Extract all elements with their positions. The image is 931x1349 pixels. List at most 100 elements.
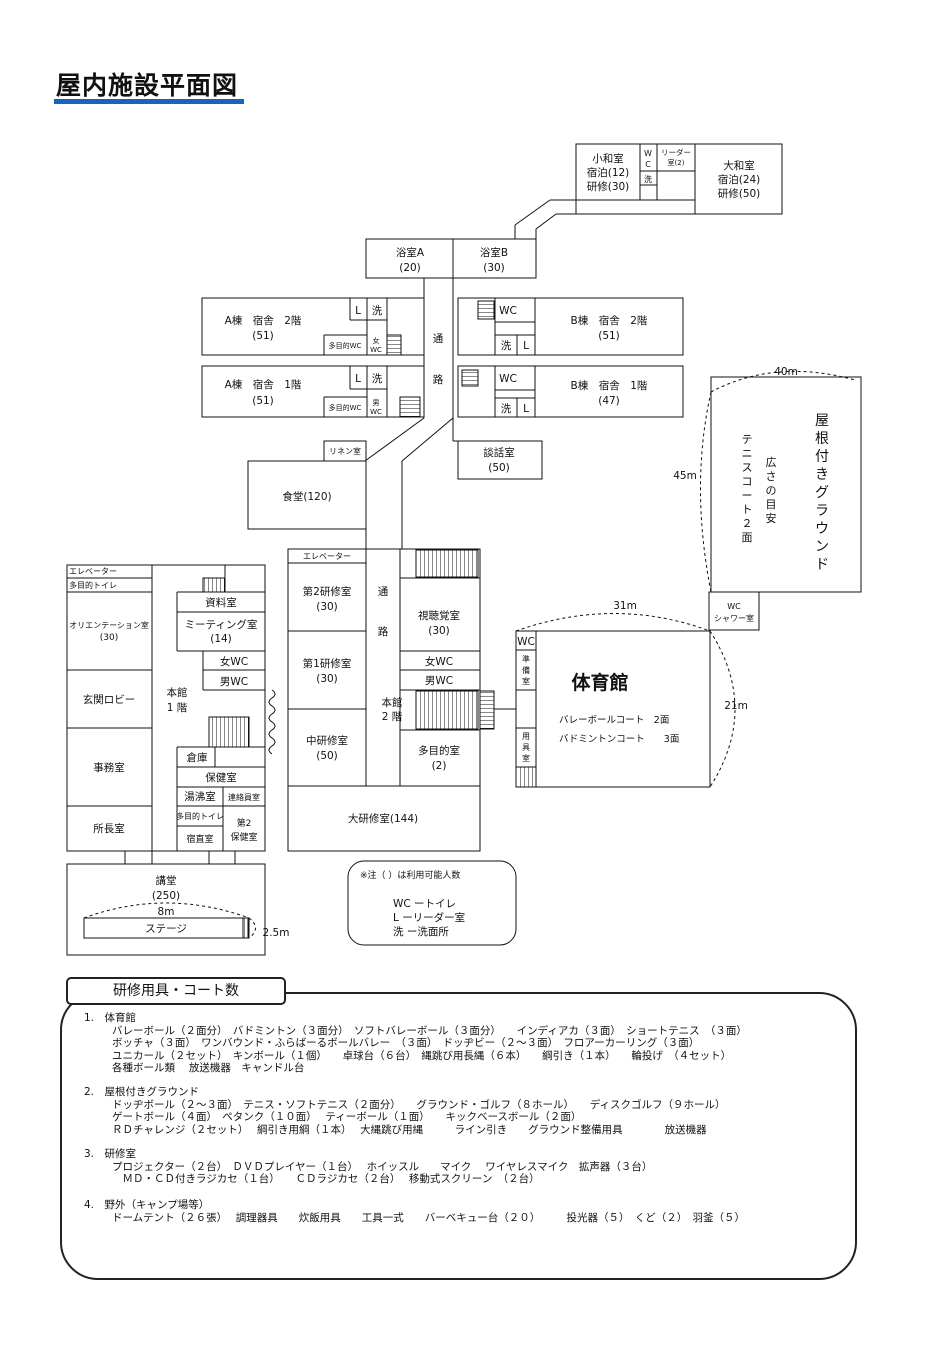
multi-toilet-left: 多目的トイレ — [69, 580, 117, 590]
section-line: プロジェクター（２台） ＤＶＤプレイヤー（１台） ホイッスル マイク ワイヤレス… — [112, 1160, 653, 1173]
ground-sub1-7: ２ — [742, 517, 753, 530]
washitsu-small-stay: 宿泊(12) — [587, 166, 630, 179]
a1-men-wc: 男 — [373, 399, 380, 407]
stage-depth: 2.5m — [263, 927, 290, 939]
page-title: 屋内施設平面図 — [56, 71, 239, 100]
bath-block — [365, 238, 537, 279]
hoken2-label: 第2 — [237, 817, 252, 829]
equipment-panel — [60, 992, 857, 1280]
genkan-label: 玄関ロビー — [83, 693, 136, 706]
ground-char-5: グ — [815, 485, 829, 501]
corridor-top-1: 通 — [433, 333, 444, 345]
stage-label: ステージ — [145, 923, 187, 935]
ground-sub2-1: 広 — [766, 456, 777, 469]
b2-label: B棟 宿舎 2階 — [571, 314, 648, 327]
ground-char-1: 屋 — [815, 413, 829, 429]
danwa-box — [457, 440, 543, 480]
jimu-label: 事務室 — [93, 761, 125, 774]
gym-volleyball: バレーボールコート 2面 — [559, 715, 669, 726]
danwa-cap: (50) — [488, 462, 510, 474]
b1-sen: 洗 — [501, 403, 512, 415]
legend-leader: L ーリーダー室 — [393, 911, 465, 924]
linen-room: リネン室 — [329, 446, 361, 456]
orientation-cap: (30) — [100, 633, 118, 643]
washitsu-large-training: 研修(50) — [718, 187, 761, 200]
gym-label: 体育館 — [571, 671, 628, 694]
equipment-section-training: 3. 研修室 プロジェクター（２台） ＤＶＤプレイヤー（１台） ホイッスル マイ… — [84, 1148, 652, 1186]
ground-char-4: き — [815, 467, 829, 483]
floor-plan: 小和室 宿泊(12) 研修(30) W C 洗 リーダー 室(2) 大和室 宿泊… — [66, 143, 862, 956]
ground-sub1-2: ニ — [742, 447, 753, 460]
section-heading: 1. 体育館 — [84, 1012, 137, 1024]
gym-wc: WC — [517, 636, 535, 648]
yogu-1: 用 — [522, 732, 530, 741]
hoken2-room: 保健室 — [230, 831, 257, 843]
a1-multi-wc: 多目的WC — [329, 403, 362, 412]
a1-sen: 洗 — [372, 373, 383, 385]
women-wc-1f: 女WC — [220, 655, 248, 668]
gym-depth: 21m — [724, 700, 748, 712]
a2-women-wc-2: WC — [370, 346, 382, 354]
washitsu-large-stay: 宿泊(24) — [718, 173, 761, 186]
wc-top-c: C — [645, 160, 651, 169]
b2-sen: 洗 — [501, 340, 512, 352]
ground-sub1-8: 面 — [742, 531, 753, 544]
shocho-label: 所長室 — [93, 822, 125, 835]
section-heading: 2. 屋根付きグラウンド — [84, 1086, 200, 1098]
ken2-label: 第2研修室 — [303, 585, 352, 598]
sen-top: 洗 — [644, 174, 652, 184]
wc-top-w: W — [644, 149, 652, 158]
equipment-section-ground: 2. 屋根付きグラウンド ドッヂボール（２～３面） テニス・ソフトテニス（２面分… — [84, 1086, 726, 1136]
b1-leader: L — [523, 403, 529, 415]
b2-wc: WC — [499, 305, 517, 317]
ground-sub2-2: さ — [766, 470, 777, 483]
chuken-label: 中研修室 — [306, 734, 348, 747]
ground-width: 40m — [774, 366, 798, 378]
renraku-label: 連絡員室 — [228, 792, 260, 802]
bath-a-label: 浴室A — [396, 246, 425, 259]
stage-width: 8m — [158, 906, 175, 918]
section-line: ユニカール（２セット） キンボール（１個） 卓球台（６台） 縄跳び用長縄（６本）… — [112, 1049, 732, 1062]
ground-sub1-5: ー — [742, 489, 753, 502]
equipment-section-outdoor: 4. 野外（キャンプ場等） ドームテント（２６張） 調理器具 炊飯用具 工具一式… — [84, 1199, 745, 1224]
ground-char-3: 付 — [815, 449, 829, 465]
ground-char-2: 根 — [815, 431, 829, 447]
equipment-section-gym: 1. 体育館 バレーボール（２面分） バドミントン（３面分） ソフトバレーボール… — [84, 1012, 747, 1075]
elevator-mid: エレベーター — [303, 552, 351, 561]
honkan-2f-label: 本館 — [382, 696, 403, 709]
leader-room-label: リーダー — [661, 147, 691, 157]
section-line: ＲＤチャレンジ（２セット） 綱引き用綱（１本） 大縄跳び用縄 ライン引き グラウ… — [112, 1123, 707, 1136]
ground-depth: 45m — [673, 470, 697, 482]
meeting-cap: (14) — [210, 633, 232, 645]
bath-b-label: 浴室B — [480, 246, 508, 259]
kodo-label: 講堂 — [156, 874, 177, 887]
corridor-mid-1: 通 — [378, 586, 389, 598]
soko-label: 倉庫 — [187, 751, 208, 764]
washitsu-block — [575, 143, 783, 215]
ground-char-7: ウ — [815, 521, 829, 537]
multi-room-label: 多目的室 — [418, 744, 460, 757]
a2-cap: (51) — [252, 330, 274, 342]
ground-sub1-4: コ — [742, 475, 753, 488]
a2-multi-wc: 多目的WC — [329, 341, 362, 350]
honkan-2f-floor: 2 階 — [382, 711, 403, 723]
washitsu-small-training: 研修(30) — [587, 180, 630, 193]
legend-sen: 洗 ー洗面所 — [393, 926, 449, 938]
men-wc-1f: 男WC — [220, 676, 248, 688]
ground-char-6: ラ — [815, 503, 829, 519]
corridor-mid-2: 路 — [378, 625, 389, 638]
shichokaku-cap: (30) — [428, 625, 450, 637]
leader-room-cap: 室(2) — [668, 158, 685, 167]
multi-toilet-1f: 多目的トイレ — [176, 811, 224, 821]
a2-women-wc: 女 — [373, 336, 380, 345]
ground-char-8: ン — [815, 539, 829, 555]
yogu-3: 室 — [522, 753, 530, 763]
section-line: ＭＤ・ＣＤ付きラジカセ（１台） ＣＤラジカセ（２台） 移動式スクリーン （２台） — [112, 1173, 540, 1185]
men-wc-2f: 男WC — [425, 675, 453, 687]
ken1-cap: (30) — [316, 673, 338, 685]
junbi-1: 準 — [522, 654, 530, 664]
wc-shower-room: シャワー室 — [714, 613, 754, 623]
legend-note: ※注（ ）は利用可能人数 — [360, 869, 460, 881]
ground-title: 屋 根 付 き グ ラ ウ ン ド — [815, 413, 829, 573]
ground-sub1-1: テ — [742, 433, 753, 446]
